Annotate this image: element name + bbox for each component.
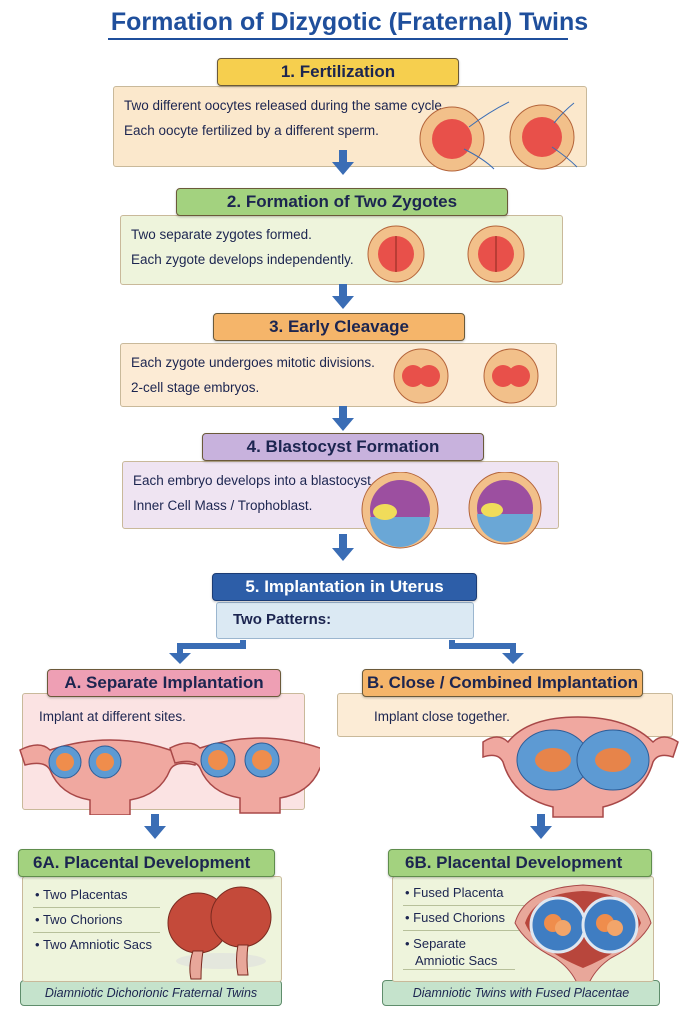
placental-a-footer: Diamniotic Dichorionic Fraternal Twins [20, 980, 282, 1006]
branch-b-text: Implant close together. [374, 709, 510, 724]
step4-line2: Inner Cell Mass / Trophoblast. [133, 498, 313, 513]
placental-a-box: • Two Placentas • Two Chorions • Two Amn… [22, 876, 282, 982]
placental-b-header: 6B. Placental Development [388, 849, 652, 877]
step5-header: 5. Implantation in Uterus [212, 573, 477, 601]
placental-b-box: • Fused Placenta • Fused Chorions • Sepa… [392, 876, 654, 982]
step2-header: 2. Formation of Two Zygotes [176, 188, 508, 216]
zygotes-illustration [367, 225, 525, 283]
combined-implantation-uterus-illustration [482, 716, 679, 818]
arrow-down-icon [332, 534, 354, 561]
step5-line1: Two Patterns: [233, 611, 332, 628]
placental-b-bullet: • Fused Placenta [403, 881, 530, 906]
separate-implantation-uterus-illustration [19, 737, 320, 815]
branch-a-text: Implant at different sites. [39, 709, 186, 724]
step2-line1: Two separate zygotes formed. [131, 227, 312, 242]
fertilized-oocytes-illustration [419, 101, 578, 172]
step3-box: Each zygote undergoes mitotic divisions.… [120, 343, 557, 407]
step3-header: 3. Early Cleavage [213, 313, 465, 341]
branch-arrows-icon [169, 640, 524, 664]
diagram-title: Formation of Dizygotic (Fraternal) Twins [110, 8, 589, 36]
step2-box: Two separate zygotes formed. Each zygote … [120, 215, 563, 285]
step1-line1: Two different oocytes released during th… [124, 98, 446, 113]
step4-line1: Each embryo develops into a blastocyst. [133, 473, 375, 488]
step3-line1: Each zygote undergoes mitotic divisions. [131, 355, 375, 370]
step4-header: 4. Blastocyst Formation [202, 433, 484, 461]
arrow-down-icon [332, 150, 354, 175]
step1-line2: Each oocyte fertilized by a different sp… [124, 123, 379, 138]
arrow-down-icon [332, 406, 354, 431]
arrow-down-icon [530, 814, 552, 839]
placental-b-bullet: • Separate Amniotic Sacs [403, 931, 515, 970]
step5-box: Two Patterns: [216, 602, 474, 639]
arrow-down-icon [332, 284, 354, 309]
two-cell-embryos-illustration [393, 348, 539, 404]
step3-line2: 2-cell stage embryos. [131, 380, 260, 395]
placental-a-bullet: • Two Chorions [33, 908, 160, 933]
branch-a-header: A. Separate Implantation [47, 669, 281, 697]
title-underline [108, 38, 568, 40]
blastocysts-illustration [361, 472, 542, 549]
placental-b-bullet: • Fused Chorions [403, 906, 530, 931]
step4-box: Each embryo develops into a blastocyst. I… [122, 461, 559, 549]
placental-a-bullet: • Two Placentas [33, 883, 160, 908]
two-placentas-illustration [167, 886, 272, 980]
fused-placenta-illustration [514, 884, 652, 981]
placental-b-footer: Diamniotic Twins with Fused Placentae [382, 980, 660, 1006]
step1-header: 1. Fertilization [217, 58, 459, 86]
step2-line2: Each zygote develops independently. [131, 252, 354, 267]
placental-a-header: 6A. Placental Development [18, 849, 275, 877]
placental-a-bullet: • Two Amniotic Sacs [35, 937, 153, 952]
branch-b-header: B. Close / Combined Implantation [362, 669, 643, 697]
arrow-down-icon [144, 814, 166, 839]
step1-box: Two different oocytes released during th… [113, 86, 587, 172]
